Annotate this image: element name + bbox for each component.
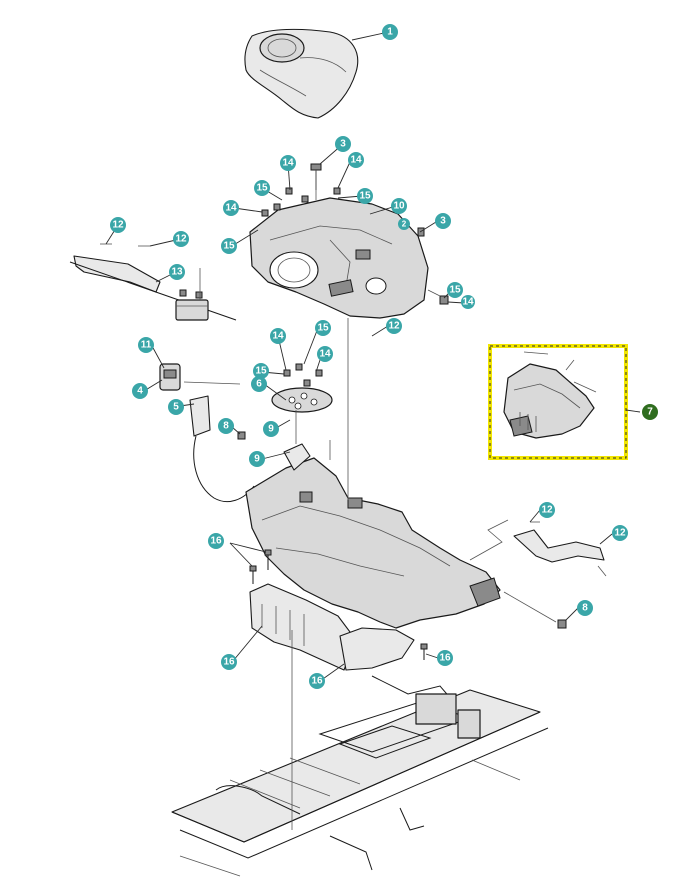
callout-14-left[interactable]: 14	[223, 200, 239, 216]
svg-text:12: 12	[175, 234, 187, 245]
part-12-left-bracket	[69, 243, 237, 321]
callout-2[interactable]: 2	[398, 218, 410, 230]
callout-6[interactable]: 6	[251, 376, 267, 392]
callout-12-left-top[interactable]: 12	[110, 217, 126, 233]
part-16-screws	[249, 549, 428, 660]
svg-text:15: 15	[256, 183, 268, 194]
svg-text:15: 15	[359, 191, 371, 202]
part-13-relay	[175, 289, 209, 321]
callout-8-left[interactable]: 8	[218, 418, 234, 434]
svg-text:11: 11	[141, 340, 152, 351]
svg-text:14: 14	[319, 349, 331, 360]
chassis-frame	[171, 675, 549, 877]
callout-15-mid[interactable]: 15	[315, 320, 331, 336]
svg-text:16: 16	[210, 536, 222, 547]
callout-15-top-left[interactable]: 15	[254, 180, 270, 196]
part-11-switch	[159, 363, 181, 391]
svg-text:6: 6	[256, 379, 262, 390]
callout-14-mid-right[interactable]: 14	[317, 346, 333, 362]
svg-text:14: 14	[462, 297, 474, 308]
svg-text:14: 14	[282, 158, 294, 169]
callout-13[interactable]: 13	[169, 264, 185, 280]
callout-4[interactable]: 4	[132, 383, 148, 399]
svg-text:5: 5	[173, 402, 179, 413]
callout-15-top-right[interactable]: 15	[357, 188, 373, 204]
svg-text:14: 14	[350, 155, 362, 166]
svg-text:12: 12	[541, 505, 553, 516]
svg-text:8: 8	[223, 421, 229, 432]
svg-text:12: 12	[614, 528, 626, 539]
svg-text:14: 14	[225, 203, 237, 214]
svg-text:15: 15	[223, 241, 235, 252]
callout-16-bottom[interactable]: 16	[309, 673, 325, 689]
callout-14-top-left[interactable]: 14	[280, 155, 296, 171]
callout-7[interactable]: 7	[642, 404, 658, 420]
svg-text:3: 3	[340, 139, 346, 150]
svg-text:13: 13	[171, 267, 183, 278]
svg-text:4: 4	[137, 386, 143, 397]
callout-5[interactable]: 5	[168, 399, 184, 415]
callout-15-mid-left[interactable]: 15	[221, 238, 237, 254]
part-5-bracket-cable	[189, 395, 255, 502]
callout-15-right[interactable]: 15	[447, 282, 463, 298]
svg-text:8: 8	[582, 603, 588, 614]
upper-hardware	[261, 163, 449, 305]
svg-text:9: 9	[268, 424, 274, 435]
callout-12-center[interactable]: 12	[386, 318, 402, 334]
callout-16-right[interactable]: 16	[437, 650, 453, 666]
svg-text:16: 16	[223, 657, 235, 668]
callout-3-right[interactable]: 3	[435, 213, 451, 229]
svg-text:16: 16	[311, 676, 323, 687]
callout-9-lower[interactable]: 9	[249, 451, 265, 467]
svg-text:14: 14	[272, 331, 284, 342]
part-10-upper-shroud	[249, 197, 429, 319]
svg-text:15: 15	[449, 285, 461, 296]
svg-text:15: 15	[255, 366, 267, 377]
callout-12-right-top[interactable]: 12	[539, 502, 555, 518]
callout-11[interactable]: 11	[138, 337, 154, 353]
svg-text:16: 16	[439, 653, 451, 664]
callout-12-left[interactable]: 12	[173, 231, 189, 247]
callout-1[interactable]: 1	[382, 24, 398, 40]
callout-14-right[interactable]: 14	[461, 295, 475, 309]
part-8-nut-left	[237, 431, 246, 440]
callout-16-left[interactable]: 16	[221, 654, 237, 670]
svg-text:12: 12	[388, 321, 400, 332]
assembly-guide-lines	[183, 170, 557, 830]
svg-text:12: 12	[112, 220, 124, 231]
main-console-body	[245, 443, 501, 671]
svg-text:9: 9	[254, 454, 260, 465]
svg-text:7: 7	[647, 407, 653, 418]
part-12-right-bracket	[513, 521, 607, 577]
callout-8-right[interactable]: 8	[577, 600, 593, 616]
callout-14-mid[interactable]: 14	[270, 328, 286, 344]
callout-14-top-right[interactable]: 14	[348, 152, 364, 168]
callout-10[interactable]: 10	[391, 198, 407, 214]
svg-text:3: 3	[440, 216, 446, 227]
part-7-highlight-box	[488, 344, 628, 460]
svg-text:2: 2	[402, 220, 407, 229]
callout-9-upper[interactable]: 9	[263, 421, 279, 437]
part-8-nut-right	[557, 619, 567, 629]
callout-12-right[interactable]: 12	[612, 525, 628, 541]
svg-text:1: 1	[387, 27, 393, 38]
part-1-dash-cover	[244, 28, 359, 119]
part-6-boot	[271, 363, 333, 413]
svg-text:10: 10	[393, 201, 405, 212]
callout-15-lower[interactable]: 15	[253, 363, 269, 379]
svg-text:15: 15	[317, 323, 329, 334]
callout-3-top[interactable]: 3	[335, 136, 351, 152]
callout-16-top[interactable]: 16	[208, 533, 224, 549]
